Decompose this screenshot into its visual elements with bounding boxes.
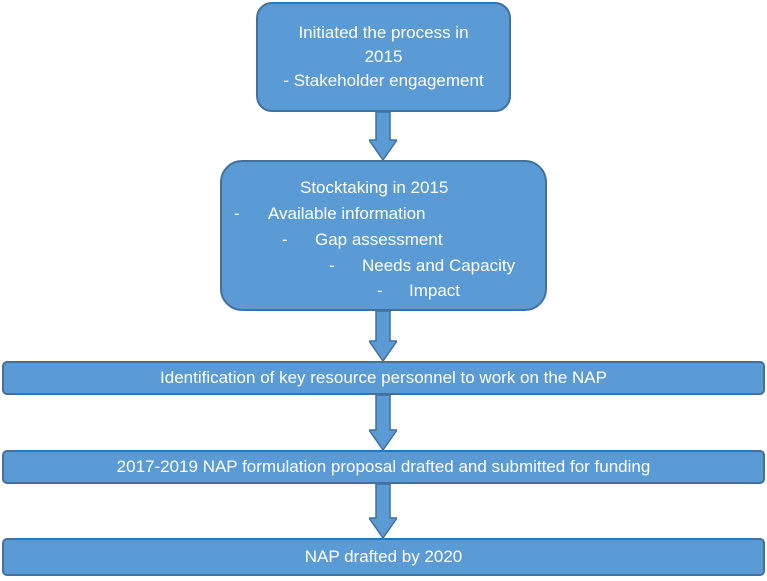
flow-arrow-2	[369, 311, 397, 361]
step-stocktaking-box: Stocktaking in 2015 - Available informat…	[220, 160, 547, 311]
bullet-marker: -	[329, 256, 335, 275]
step-identification-label: Identification of key resource personnel…	[160, 368, 607, 387]
bullet-gap-assessment: Gap assessment	[315, 230, 443, 249]
bullet-marker: -	[377, 281, 383, 300]
bullet-available-information: Available information	[268, 204, 426, 223]
step-nap-drafted-bar: NAP drafted by 2020	[2, 538, 765, 576]
bullet-needs-and-capacity: Needs and Capacity	[362, 256, 516, 275]
bullet-impact: Impact	[409, 281, 461, 300]
step-proposal-label: 2017-2019 NAP formulation proposal draft…	[116, 457, 651, 476]
flow-arrow-4	[369, 484, 397, 538]
step-proposal-bar: 2017-2019 NAP formulation proposal draft…	[2, 450, 765, 484]
flow-arrow-3	[369, 395, 397, 450]
step-initiated-line2: 2015	[364, 47, 403, 66]
step-initiated-line1: Initiated the process in	[298, 23, 469, 42]
step-identification-bar: Identification of key resource personnel…	[2, 361, 765, 395]
step-initiated-line3: - Stakeholder engagement	[283, 71, 484, 90]
bullet-marker: -	[282, 230, 288, 249]
step-initiated-box: Initiated the process in 2015 - Stakehol…	[256, 2, 511, 112]
step-stocktaking-title: Stocktaking in 2015	[300, 178, 449, 197]
flow-arrow-1	[369, 112, 397, 160]
bullet-marker: -	[234, 204, 240, 223]
step-nap-drafted-label: NAP drafted by 2020	[304, 547, 463, 566]
